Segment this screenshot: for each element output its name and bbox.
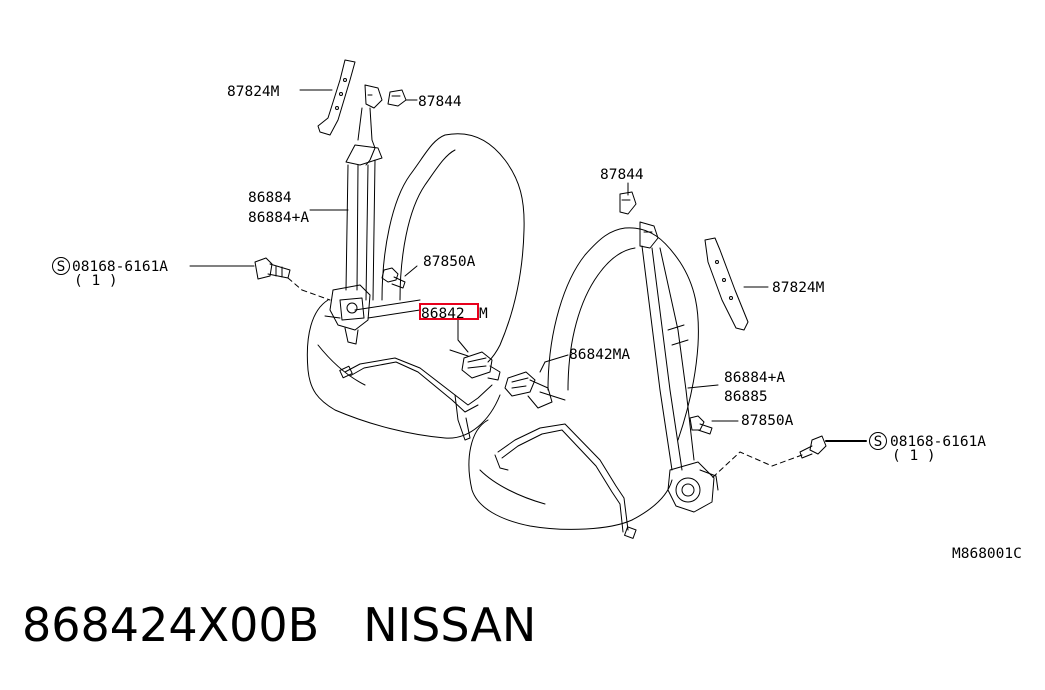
label-86884a-left[interactable]: 86884+A — [248, 210, 309, 226]
right-seat-drawing — [449, 227, 699, 539]
svg-text:S: S — [57, 259, 66, 275]
left-leader-lines — [189, 89, 421, 319]
left-belt-assembly — [254, 59, 407, 345]
label-86885-right[interactable]: 86885 — [724, 389, 768, 405]
screw-symbol-left: S — [52, 257, 70, 275]
svg-text:S: S — [874, 434, 883, 450]
part-footer: 868424X00B NISSAN — [22, 598, 536, 652]
label-86884-left[interactable]: 86884 — [248, 190, 292, 206]
label-86842ma[interactable]: 86842MA — [569, 347, 630, 363]
label-bolt-qty-left: ( 1 ) — [74, 273, 118, 289]
label-86842-suffix: M — [479, 306, 488, 322]
label-87850a-left[interactable]: 87850A — [423, 254, 476, 270]
part-number: 868424X00B — [22, 598, 320, 652]
label-86884a-right[interactable]: 86884+A — [724, 370, 785, 386]
right-leader-lines — [457, 182, 867, 479]
label-87824m-left[interactable]: 87824M — [227, 84, 280, 100]
target-part-highlight — [419, 303, 479, 320]
label-bolt-08168-right[interactable]: 08168-6161A — [890, 434, 986, 450]
label-87844-left[interactable]: 87844 — [418, 94, 462, 110]
right-belt-assembly — [619, 191, 827, 513]
label-87844-right[interactable]: 87844 — [600, 167, 644, 183]
label-bolt-08168-left[interactable]: 08168-6161A — [72, 259, 168, 275]
left-seat-drawing — [306, 133, 525, 441]
brand-name: NISSAN — [363, 598, 537, 652]
label-86842-highlight[interactable]: 86842 — [421, 306, 465, 322]
label-87824m-right[interactable]: 87824M — [772, 280, 825, 296]
diagram-code: M868001C — [952, 546, 1022, 562]
label-bolt-qty-right: ( 1 ) — [892, 448, 936, 464]
screw-symbol-right: S — [869, 432, 887, 450]
label-87850a-right[interactable]: 87850A — [741, 413, 794, 429]
